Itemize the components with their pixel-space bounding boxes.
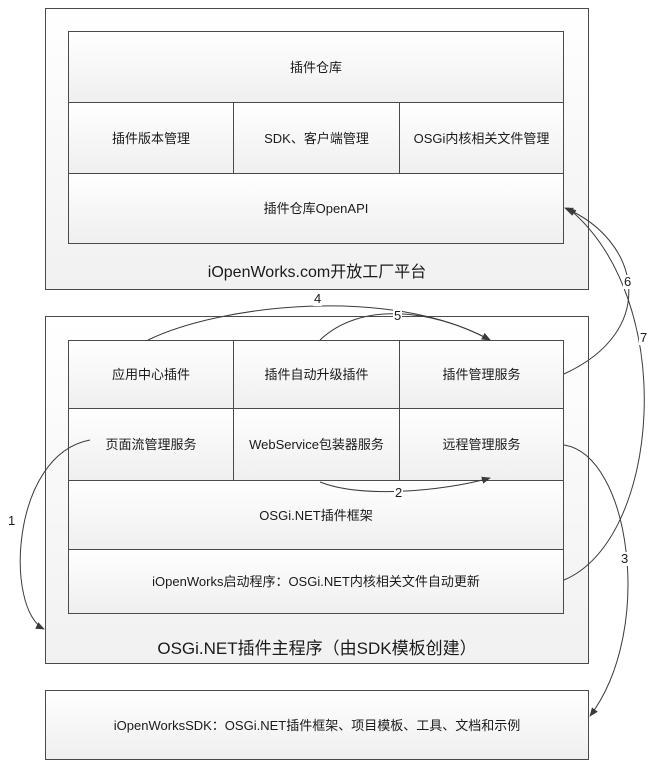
osgi-framework-box: OSGi.NET插件框架	[68, 480, 564, 550]
auto-upgrade-plugin-box: 插件自动升级插件	[233, 340, 400, 409]
arrow-5	[319, 313, 491, 341]
plugin-repository-box: 插件仓库	[68, 31, 564, 103]
arrow-4	[147, 305, 491, 341]
arrow-label-1: 1	[7, 513, 17, 528]
remote-mgmt-service-box: 远程管理服务	[399, 408, 564, 481]
arrow-1	[19, 439, 91, 630]
app-center-plugin-box: 应用中心插件	[68, 340, 234, 409]
platform-caption: iOpenWorks.com开放工厂平台	[207, 264, 427, 281]
page-flow-service-box: 页面流管理服务	[68, 408, 234, 481]
arrow-label-2: 2	[394, 485, 404, 500]
arrow-6	[563, 207, 630, 375]
launcher-box: iOpenWorks启动程序：OSGi.NET内核相关文件自动更新	[68, 549, 564, 614]
arrow-label-7: 7	[639, 330, 649, 345]
sdk-box: iOpenWorksSDK：OSGi.NET插件框架、项目模板、工具、文档和示例	[45, 690, 589, 760]
arrow-label-5: 5	[393, 308, 403, 323]
arrow-label-3: 3	[620, 551, 630, 566]
arrow-7	[563, 207, 645, 581]
host-program-caption: OSGi.NET插件主程序（由SDK模板创建）	[157, 639, 477, 658]
arrow-2	[319, 476, 491, 493]
arrow-label-4: 4	[313, 291, 323, 306]
arrow-label-6: 6	[623, 274, 633, 289]
repository-openapi-box: 插件仓库OpenAPI	[68, 173, 564, 244]
arrow-3	[563, 444, 629, 717]
